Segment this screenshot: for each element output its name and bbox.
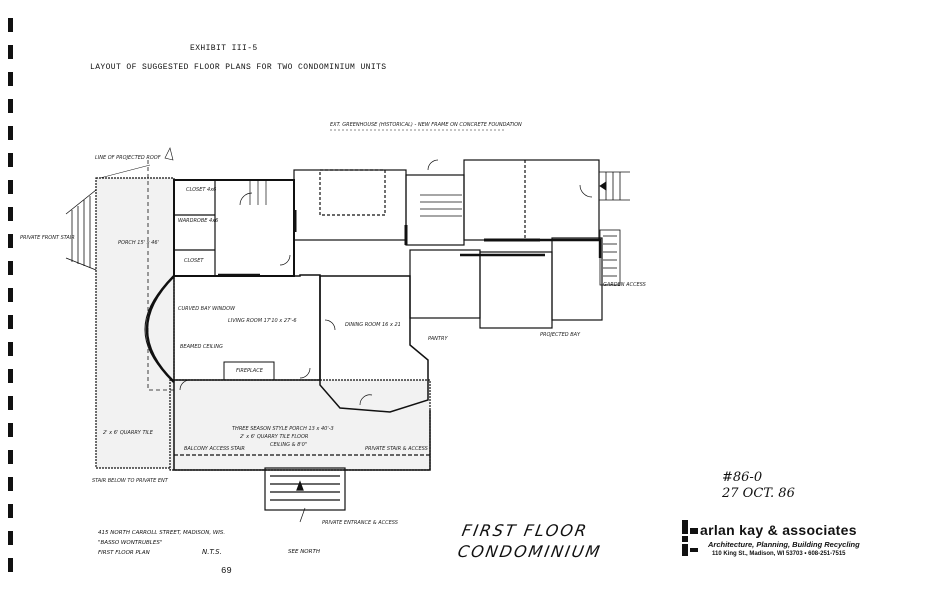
firm-address: 110 King St., Madison, WI 53703 • 608-25…	[712, 551, 846, 557]
binder-hole	[8, 396, 13, 410]
drawing-date: 27 OCT. 86	[722, 486, 795, 501]
closet2-label: CLOSET	[184, 258, 204, 264]
porch-label: PORCH 15' x 46'	[118, 240, 159, 246]
drawing-date-block: #86-0 27 OCT. 86	[722, 470, 795, 502]
binder-hole	[8, 207, 13, 221]
page-number: 69	[221, 566, 232, 576]
binder-hole	[8, 423, 13, 437]
garden-access-label: GARDEN ACCESS	[603, 282, 646, 288]
binder-hole	[8, 234, 13, 248]
binder-hole	[8, 126, 13, 140]
drawing-title-line1: FIRST FLOOR	[460, 521, 590, 540]
binder-hole	[8, 153, 13, 167]
north-note: SEE NORTH	[288, 549, 320, 555]
binder-hole	[8, 45, 13, 59]
binder-hole	[8, 369, 13, 383]
scale-note: N.T.S.	[202, 548, 222, 556]
front-stair-label: PRIVATE FRONT STAIR	[20, 235, 75, 241]
address-line-3: FIRST FLOOR PLAN	[98, 550, 150, 556]
binder-hole	[8, 477, 13, 491]
firm-logo-icon	[682, 520, 698, 556]
binder-holes	[8, 18, 14, 588]
drawing-number: #86-0	[722, 470, 763, 485]
porch-floor-label: 2' x 6' QUARRY TILE FLOOR	[240, 434, 309, 440]
drawing-title-line2: CONDOMINIUM	[456, 542, 604, 561]
document-subtitle: LAYOUT OF SUGGESTED FLOOR PLANS FOR TWO …	[90, 63, 387, 72]
greenhouse-label: EXT. GREENHOUSE (HISTORICAL) - NEW FRAME…	[330, 122, 522, 128]
binder-hole	[8, 72, 13, 86]
binder-hole	[8, 558, 13, 572]
address-line-2: "BASSO WONTRUBLES"	[98, 540, 163, 546]
pantry-label: PANTRY	[428, 336, 448, 342]
binder-hole	[8, 180, 13, 194]
binder-hole	[8, 261, 13, 275]
binder-hole	[8, 504, 13, 518]
binder-hole	[8, 531, 13, 545]
porch-ceiling-label: CEILING & 8'0"	[270, 442, 308, 448]
quarry-tile-label: 2' x 6' QUARRY TILE	[103, 430, 153, 436]
firm-tagline: Architecture, Planning, Building Recycli…	[708, 540, 860, 549]
closet-label: CLOSET 4x6	[186, 187, 217, 193]
private-stair-access-label: PRIVATE STAIR & ACCESS	[365, 446, 428, 452]
curved-window-label: CURVED BAY WINDOW	[178, 306, 236, 312]
binder-hole	[8, 342, 13, 356]
beamed-ceiling-label: BEAMED CEILING	[180, 344, 223, 350]
address-line-1: 415 NORTH CARROLL STREET, MADISON, WIS.	[98, 530, 226, 536]
stair-below-label: STAIR BELOW TO PRIVATE ENT	[92, 478, 168, 484]
binder-hole	[8, 288, 13, 302]
binder-hole	[8, 99, 13, 113]
dining-room-label: DINING ROOM 16 x 21	[345, 322, 401, 328]
binder-hole	[8, 315, 13, 329]
firm-name: arlan kay & associates	[700, 522, 857, 538]
exhibit-label: EXHIBIT III-5	[190, 44, 258, 53]
projected-roof-label: LINE OF PROJECTED ROOF	[95, 155, 161, 161]
living-room-label: LIVING ROOM 17'10 x 27'-6	[228, 318, 297, 324]
balcony-stair-label: BALCONY ACCESS STAIR	[184, 446, 245, 452]
binder-hole	[8, 18, 13, 32]
three-season-porch-label: THREE SEASON STYLE PORCH 13 x 40'-3	[232, 426, 334, 432]
projected-bay-label: PROJECTED BAY	[540, 332, 581, 338]
private-entrance-label: PRIVATE ENTRANCE & ACCESS	[322, 520, 398, 526]
fireplace-label: FIREPLACE	[236, 368, 263, 374]
binder-hole	[8, 450, 13, 464]
wardrobe-label: WARDROBE 4x6	[178, 218, 219, 224]
